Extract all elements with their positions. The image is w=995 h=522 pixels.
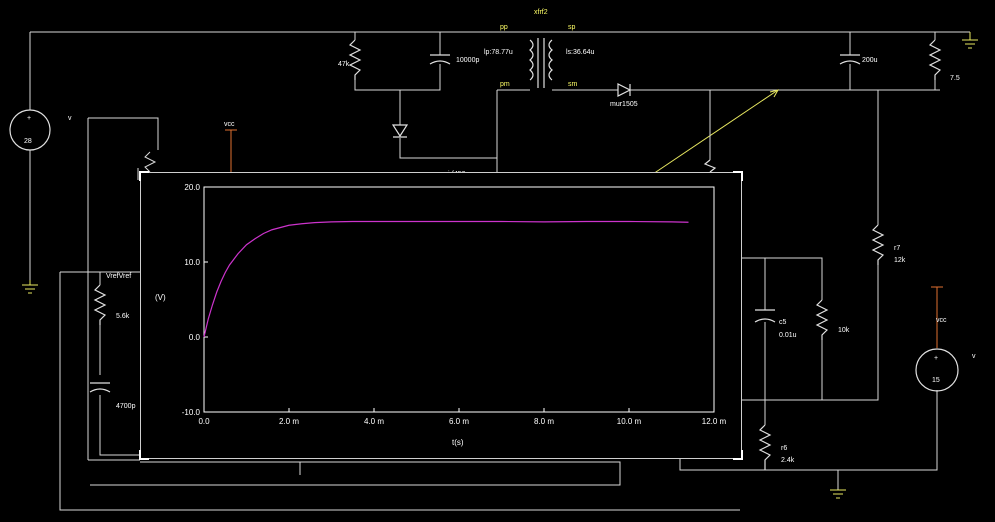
x-axis-label: t(s) — [452, 438, 464, 447]
ground-symbol-left — [22, 280, 38, 294]
svg-text:10k: 10k — [838, 327, 850, 334]
ground-symbol-top-right — [962, 32, 978, 49]
resistor-47k[interactable]: 47k — [338, 39, 362, 80]
x-tick-label: 8.0 m — [534, 417, 554, 426]
y-tick-label: 0.0 — [189, 333, 201, 342]
probe-arrow — [649, 89, 779, 177]
svg-text:0.01u: 0.01u — [779, 332, 797, 339]
svg-text:pp: pp — [500, 24, 508, 31]
voltage-source-v1[interactable]: + 28 v — [9, 109, 72, 151]
resistor-5-6k[interactable]: 5.6k — [93, 284, 130, 325]
svg-text:ls:36.64u: ls:36.64u — [566, 49, 595, 56]
svg-text:c5: c5 — [779, 319, 787, 326]
svg-text:+: + — [27, 115, 31, 122]
svg-text:2.4k: 2.4k — [781, 457, 795, 464]
probe-plot-window[interactable]: (V) t(s) 0.0 2.0 m 4.0 m 6.0 m 8.0 m 10.0 m 12… — [139, 171, 743, 460]
plot-frame — [203, 186, 715, 413]
resize-handle-bottom-right[interactable] — [733, 450, 743, 460]
vref-label: VrefVref — [106, 273, 131, 280]
svg-text:vcc: vcc — [224, 121, 235, 128]
svg-text:v: v — [68, 115, 72, 122]
y-tick-label: -10.0 — [182, 408, 201, 417]
svg-text:sp: sp — [568, 24, 576, 31]
x-tick-label: 2.0 m — [279, 417, 299, 426]
x-tick-label: 12.0 m — [702, 417, 727, 426]
y-axis-label: (V) — [155, 293, 166, 302]
waveform-plot: (V) t(s) 0.0 2.0 m 4.0 m 6.0 m 8.0 m 10.0 m 12… — [155, 183, 727, 447]
svg-text:10000p: 10000p — [456, 57, 479, 64]
vcc-left-marker: vcc — [224, 121, 237, 172]
capacitor-4700p[interactable]: 4700p — [89, 382, 136, 410]
voltage-source-v2[interactable]: + 15 v — [915, 348, 976, 392]
y-tick-label: 20.0 — [184, 183, 200, 192]
x-tick-label: 6.0 m — [449, 417, 469, 426]
svg-text:47k: 47k — [338, 61, 350, 68]
diode-mur1505[interactable]: mur1505 — [610, 83, 638, 108]
series-line-voltage — [203, 220, 689, 338]
svg-text:r7: r7 — [894, 245, 900, 252]
svg-text:vcc: vcc — [936, 317, 947, 324]
svg-text:sm: sm — [568, 81, 578, 88]
resize-handle-top-left[interactable] — [139, 171, 149, 181]
resistor-load-7-5[interactable]: 7.5 — [928, 39, 960, 82]
resistor-r6-2-4k[interactable]: r6 2.4k — [758, 424, 795, 470]
svg-text:5.6k: 5.6k — [116, 313, 130, 320]
x-tick-label: 4.0 m — [364, 417, 384, 426]
svg-text:4700p: 4700p — [116, 403, 136, 410]
capacitor-c5[interactable]: c5 0.01u — [754, 309, 797, 339]
svg-text:mur1505: mur1505 — [610, 101, 638, 108]
svg-text:200u: 200u — [862, 57, 878, 64]
x-tick-label: 10.0 m — [617, 417, 642, 426]
diode-clamp[interactable] — [391, 124, 409, 138]
svg-text:v: v — [972, 353, 976, 360]
transformer-xfrf2[interactable]: xfrf2 pp sp pm sm lp:78.77u ls:36.64u — [484, 9, 595, 88]
resistor-r7-12k[interactable]: r7 12k — [871, 224, 906, 265]
vcc-right-marker: vcc — [931, 286, 947, 348]
capacitor-200u[interactable]: 200u — [839, 54, 878, 65]
resize-handle-top-right[interactable] — [733, 171, 743, 181]
x-tick-label: 0.0 — [198, 417, 210, 426]
svg-text:lp:78.77u: lp:78.77u — [484, 49, 513, 56]
resistor-10k[interactable]: 10k — [815, 299, 850, 340]
svg-text:7.5: 7.5 — [950, 75, 960, 82]
svg-text:+: + — [934, 355, 938, 362]
resize-handle-bottom-left[interactable] — [139, 450, 149, 460]
svg-text:28: 28 — [24, 138, 32, 145]
svg-text:15: 15 — [932, 377, 940, 384]
svg-text:pm: pm — [500, 81, 510, 88]
svg-text:12k: 12k — [894, 257, 906, 264]
svg-text:xfrf2: xfrf2 — [534, 9, 548, 16]
ground-symbol-bottom — [830, 470, 846, 499]
y-tick-label: 10.0 — [184, 258, 200, 267]
capacitor-10000p[interactable]: 10000p — [429, 54, 479, 65]
svg-text:r6: r6 — [781, 445, 787, 452]
